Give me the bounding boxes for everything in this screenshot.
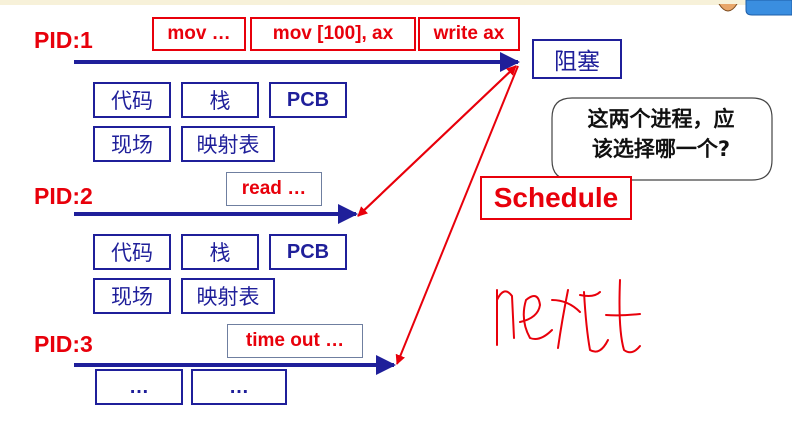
- handwriting-next: [496, 279, 641, 354]
- instruction-box: write ax: [418, 17, 520, 51]
- resource-box: PCB: [269, 82, 347, 118]
- resource-box: 映射表: [181, 278, 275, 314]
- switch-arrow-to-pid3: [395, 65, 519, 365]
- instruction-box: mov …: [152, 17, 246, 51]
- instruction-box: mov [100], ax: [250, 17, 416, 51]
- resource-box: 代码: [93, 234, 171, 270]
- schedule-box: Schedule: [480, 176, 632, 220]
- callout-line: 该选择哪一个?: [591, 137, 731, 161]
- switch-arrow-from-pid2: [357, 65, 517, 217]
- resource-box: 栈: [181, 82, 259, 118]
- instruction-box: time out …: [227, 324, 363, 358]
- resource-box: 映射表: [181, 126, 275, 162]
- resource-box: …: [95, 369, 183, 405]
- toolbar-tab[interactable]: [744, 0, 792, 16]
- blocked-state-box: 阻塞: [532, 39, 622, 79]
- resource-box: 现场: [93, 278, 171, 314]
- pid-label-3: PID:3: [34, 331, 93, 357]
- top-strip: [0, 0, 792, 5]
- resource-box: PCB: [269, 234, 347, 270]
- resource-box: 现场: [93, 126, 171, 162]
- callout-line: 这两个进程，应: [587, 107, 735, 131]
- avatar-icon[interactable]: [718, 0, 738, 12]
- resource-box: 栈: [181, 234, 259, 270]
- instruction-box: read …: [226, 172, 322, 206]
- pid-label-1: PID:1: [34, 27, 93, 53]
- resource-box: 代码: [93, 82, 171, 118]
- resource-box: …: [191, 369, 287, 405]
- pid-label-2: PID:2: [34, 183, 93, 209]
- callout-text: 这两个进程，应 该选择哪一个?: [556, 104, 766, 164]
